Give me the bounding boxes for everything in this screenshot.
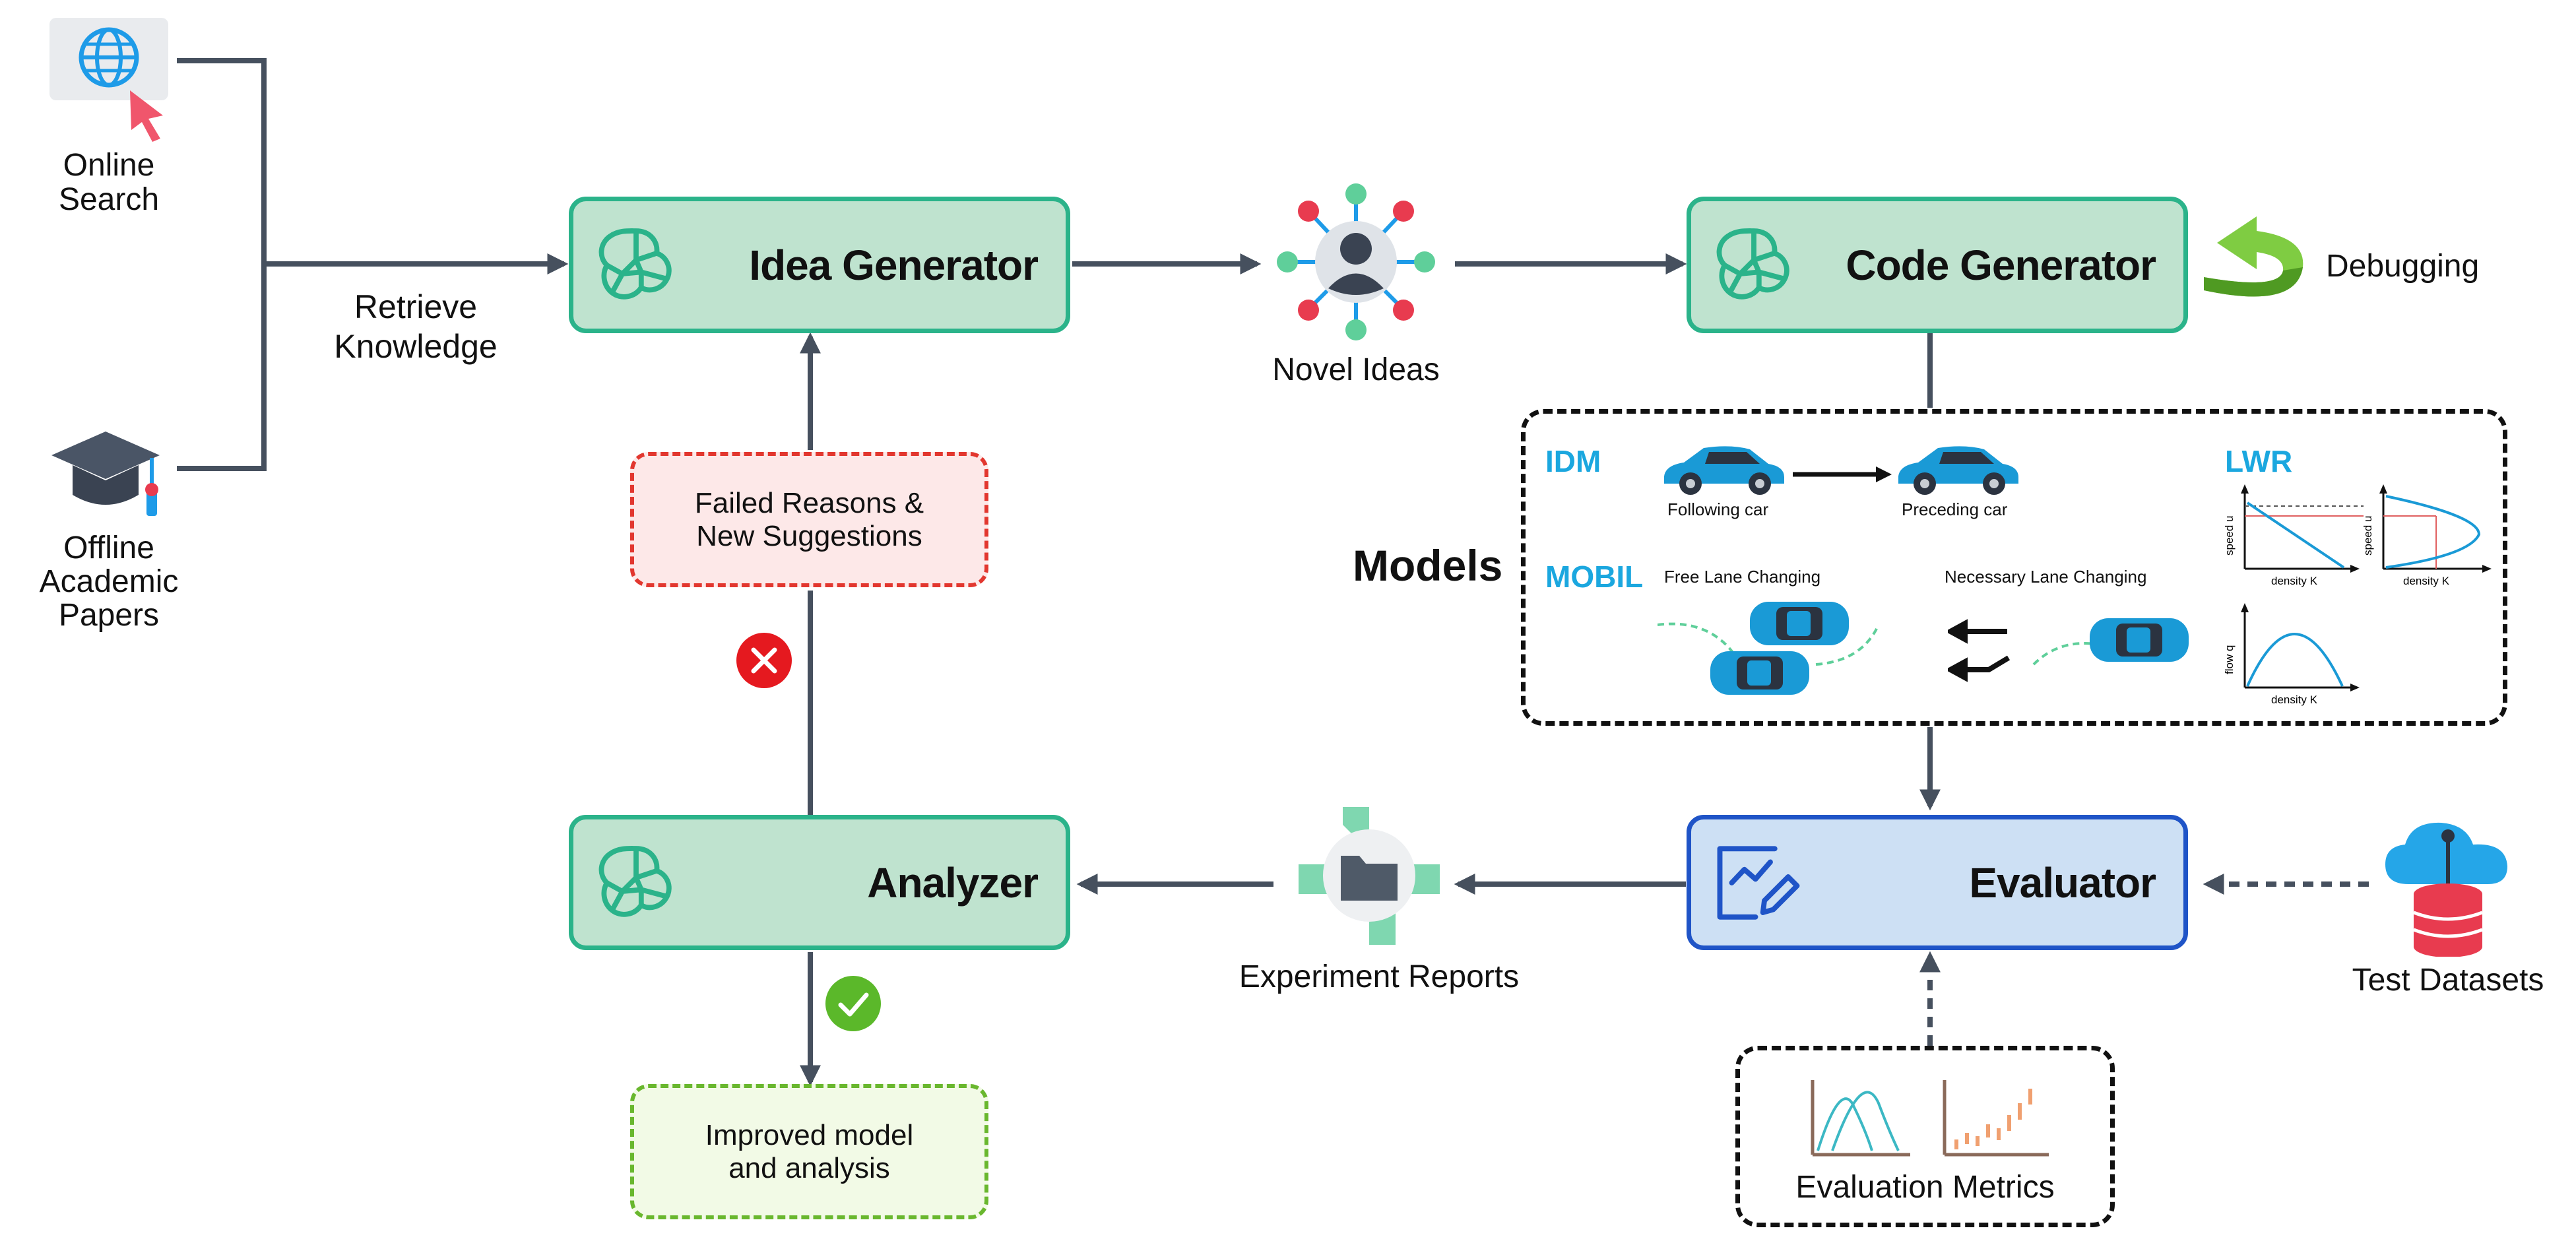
distribution-chart-icon — [1811, 1080, 1910, 1157]
models-panel: IDM MOBIL LWR Following car Preceding ca… — [1521, 409, 2507, 726]
following-to-preceding-arrow — [1793, 466, 1892, 482]
car-icon — [1664, 446, 1784, 495]
graduation-cap-icon — [46, 429, 165, 525]
density-k-axis-label: density K — [2271, 575, 2318, 587]
mobil-label: MOBIL — [1545, 560, 1644, 594]
code-generator-box: Code Generator — [1687, 197, 2188, 333]
density-k-axis-label: density K — [2271, 693, 2318, 706]
analyzer-title: Analyzer — [867, 858, 1039, 907]
failed-reasons-note: Failed Reasons & New Suggestions — [630, 452, 988, 587]
success-check-icon — [825, 975, 882, 1032]
free-lane-changing-label: Free Lane Changing — [1664, 567, 1821, 587]
evaluation-metrics-panel: Evaluation Metrics — [1735, 1046, 2115, 1227]
openai-logo-icon — [598, 228, 672, 300]
wire-online-search — [177, 58, 267, 264]
novel-ideas-label: Novel Ideas — [1272, 352, 1440, 387]
evaluator-box: Evaluator — [1687, 815, 2188, 950]
report-folder-icon — [1293, 802, 1445, 950]
necessary-lane-changing-illustration — [1948, 618, 2189, 682]
evaluator-title: Evaluator — [1969, 858, 2156, 907]
flow-q-axis-label: flow q — [2225, 645, 2236, 674]
cloud-database-icon — [2382, 815, 2511, 957]
test-datasets-label: Test Datasets — [2352, 963, 2544, 998]
wire-offline-papers — [177, 264, 267, 471]
free-lane-changing-illustration — [1658, 602, 1880, 695]
improved-model-text: Improved model and analysis — [705, 1118, 914, 1184]
debugging-label: Debugging — [2326, 249, 2480, 284]
speed-u-axis-label: speed u — [2364, 516, 2374, 556]
openai-logo-icon — [598, 845, 672, 917]
retrieve-knowledge-label: Retrieve Knowledge — [334, 288, 498, 365]
idea-network-icon — [1270, 179, 1442, 344]
lwr-label: LWR — [2225, 444, 2293, 478]
failed-reasons-text: Failed Reasons & New Suggestions — [694, 486, 924, 552]
fail-x-icon — [736, 632, 792, 689]
globe-cursor-icon — [49, 16, 168, 142]
density-k-axis-label: density K — [2403, 575, 2450, 587]
idea-generator-title: Idea Generator — [749, 241, 1039, 289]
necessary-lane-changing-label: Necessary Lane Changing — [1945, 567, 2147, 587]
car-icon — [1898, 446, 2018, 495]
debug-loop-icon — [2197, 205, 2309, 313]
evaluation-chart-icon — [1717, 845, 1800, 920]
improved-model-note: Improved model and analysis — [630, 1084, 988, 1219]
candlestick-chart-icon — [1943, 1080, 2049, 1157]
openai-logo-icon — [1716, 228, 1789, 300]
speed-u-axis-label: speed u — [2225, 516, 2236, 556]
offline-papers-label: Offline Academic Papers — [39, 530, 179, 633]
speed-density-curve-plot: speed u density K — [2364, 484, 2492, 587]
models-heading: Models — [1353, 541, 1503, 590]
experiment-reports-label: Experiment Reports — [1239, 959, 1520, 994]
flow-density-plot: flow q density K — [2225, 603, 2360, 706]
speed-density-plot: speed u density K — [2225, 484, 2364, 587]
idm-label: IDM — [1545, 444, 1601, 478]
code-generator-title: Code Generator — [1846, 241, 2156, 289]
analyzer-box: Analyzer — [569, 815, 1070, 950]
following-car-label: Following car — [1667, 499, 1769, 519]
evaluation-metrics-label: Evaluation Metrics — [1795, 1170, 2055, 1205]
online-search-label: Online Search — [58, 148, 160, 217]
preceding-car-label: Preceding car — [1902, 499, 2008, 519]
idea-generator-box: Idea Generator — [569, 197, 1070, 333]
